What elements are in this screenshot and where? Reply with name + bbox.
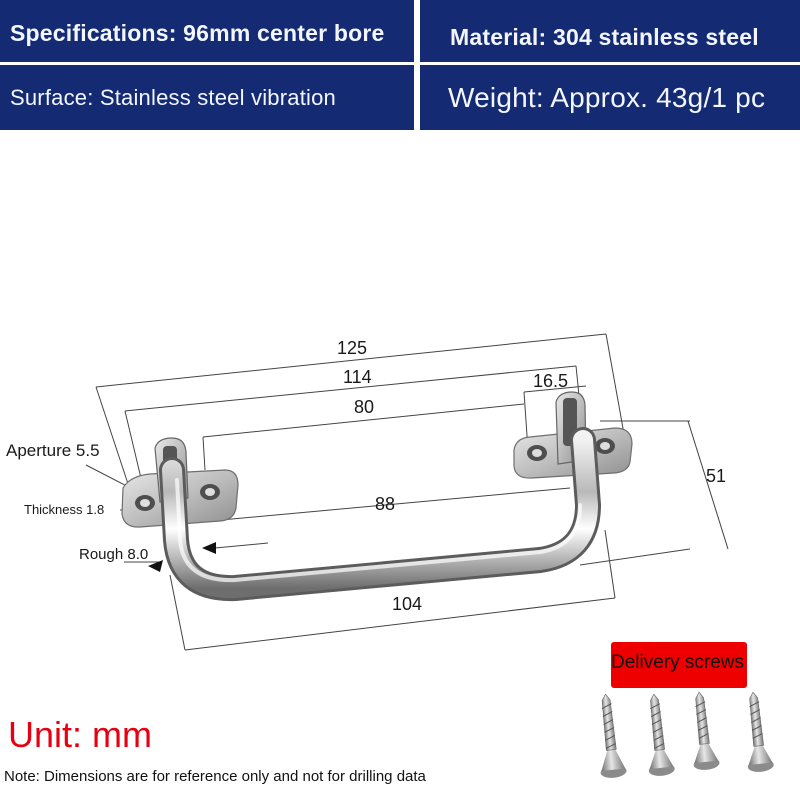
dim-outer-hole-span-label: 114 — [343, 367, 372, 387]
spec-banner-material: Material: 304 stainless steel — [420, 0, 800, 62]
arrowhead-icon — [148, 560, 163, 572]
dim-handle-inner-label: 88 — [375, 494, 395, 514]
callout-thickness: Thickness 1.8 — [24, 502, 104, 517]
spec-text: Weight: Approx. 43g/1 pc — [448, 81, 766, 113]
arrowhead-icon — [202, 542, 216, 554]
callout-rough: Rough 8.0 — [79, 546, 148, 563]
screw-icon — [648, 693, 675, 776]
dim-plate-width-label: 16.5 — [533, 371, 568, 391]
spec-text: Surface: Stainless steel vibration — [10, 84, 336, 110]
screw-icon — [747, 691, 774, 772]
dim-bottom-length-label: 104 — [392, 594, 422, 614]
unit-label: Unit: mm — [8, 714, 152, 755]
callout-aperture: Aperture 5.5 — [6, 441, 100, 460]
dim-inner-span-label: 80 — [354, 397, 374, 417]
dim-height-label: 51 — [706, 466, 726, 486]
screw-icon — [693, 691, 720, 770]
delivery-badge — [611, 642, 747, 688]
spec-banner-weight: Weight: Approx. 43g/1 pc — [420, 65, 800, 130]
spec-banner-surface: Surface: Stainless steel vibration — [0, 65, 414, 130]
delivery-screws-label: Delivery screws — [611, 652, 745, 673]
spec-banner-specifications: Specifications: 96mm center bore — [0, 0, 414, 62]
handle-bar-shine — [175, 478, 582, 583]
reference-note: Note: Dimensions are for reference only … — [4, 768, 426, 785]
spec-text: Material: 304 stainless steel — [450, 24, 759, 50]
screw-icon — [600, 693, 627, 778]
handle-bar-highlight — [162, 430, 598, 599]
dim-overall-label: 125 — [337, 338, 367, 358]
spec-text: Specifications: 96mm center bore — [10, 20, 385, 46]
